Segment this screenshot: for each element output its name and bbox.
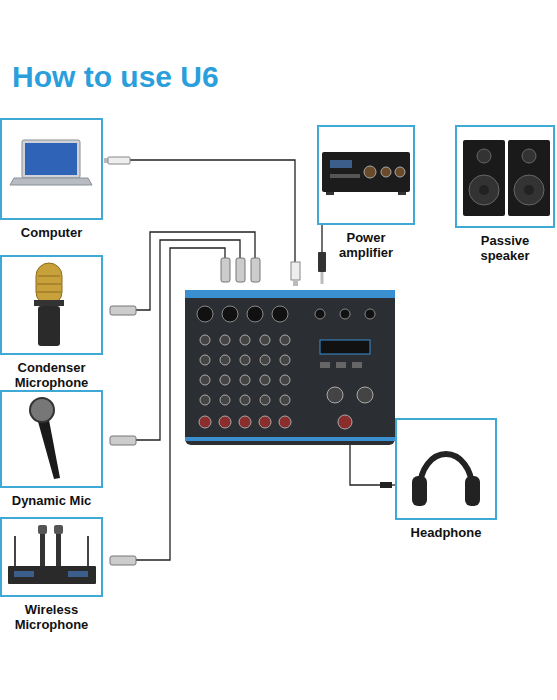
- condenser-mic-icon: [34, 263, 64, 346]
- laptop-icon: [10, 140, 92, 185]
- device-label: Power amplifier: [326, 231, 406, 261]
- headphone-icon: [412, 454, 480, 506]
- device-label: Computer: [2, 226, 102, 241]
- device-box: Wireless Microphone: [0, 517, 103, 633]
- device-frame: [0, 390, 103, 488]
- device-frame: [395, 418, 497, 520]
- page-title: How to use U6: [12, 60, 219, 94]
- usb-plug: [104, 157, 300, 286]
- device-label: Passive speaker: [467, 234, 543, 264]
- device-label: Wireless Microphone: [2, 603, 102, 633]
- device-frame: [0, 255, 103, 355]
- device-box: Headphone: [395, 418, 497, 541]
- dynamic-mic-icon: [30, 398, 60, 479]
- mixer-u6: [185, 290, 395, 445]
- device-box: Dynamic Mic: [0, 390, 103, 509]
- amplifier-icon: [322, 152, 410, 195]
- device-frame: [0, 118, 103, 220]
- device-box: Passive speaker: [455, 125, 555, 264]
- wireless-mic-icon: [8, 525, 96, 584]
- speaker-icon: [463, 140, 550, 216]
- device-frame: [317, 125, 415, 225]
- device-box: Condenser Microphone: [0, 255, 103, 391]
- device-frame: [0, 517, 103, 597]
- cables: [130, 160, 395, 560]
- device-box: Computer: [0, 118, 103, 241]
- device-label: Dynamic Mic: [2, 494, 102, 509]
- jack-plug: [318, 252, 326, 284]
- headphone-plug: [380, 482, 392, 488]
- device-label: Headphone: [396, 526, 496, 541]
- device-label: Condenser Microphone: [2, 361, 102, 391]
- device-frame: [455, 125, 555, 228]
- device-box: Power amplifier: [317, 125, 415, 261]
